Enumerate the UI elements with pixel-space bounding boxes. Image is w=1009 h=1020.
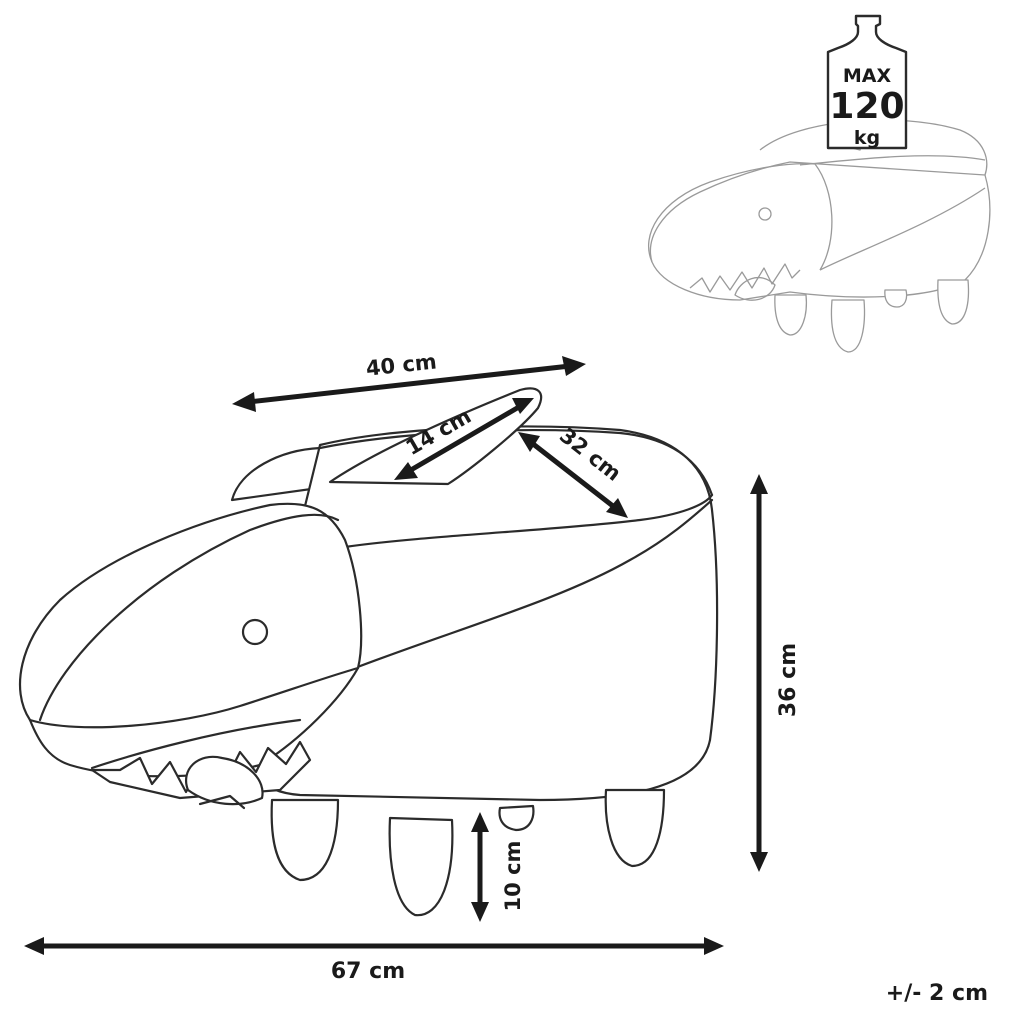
dimension-arrows xyxy=(24,356,768,955)
depth-label: 40 cm xyxy=(365,349,438,380)
shark-dorsal-fin xyxy=(328,387,543,486)
ottoman-body xyxy=(246,425,719,802)
max-weight-badge: MAX 120 kg xyxy=(826,14,908,150)
kettlebell-icon xyxy=(826,14,908,150)
length-label: 67 cm xyxy=(331,959,405,984)
leg xyxy=(270,798,340,882)
leg xyxy=(604,788,666,868)
max-weight-label: MAX xyxy=(843,65,892,87)
leg-height-label: 10 cm xyxy=(501,841,525,912)
max-weight-unit: kg xyxy=(854,127,880,149)
height-label: 36 cm xyxy=(776,643,801,717)
ghost-shark-illustration xyxy=(648,117,991,353)
max-weight-value: 120 xyxy=(829,86,904,127)
shark-ottoman-illustration xyxy=(18,387,719,917)
tolerance-label: +/- 2 cm xyxy=(886,981,988,1006)
leg xyxy=(498,804,535,832)
leg xyxy=(388,816,454,917)
shark-eye xyxy=(241,618,269,646)
